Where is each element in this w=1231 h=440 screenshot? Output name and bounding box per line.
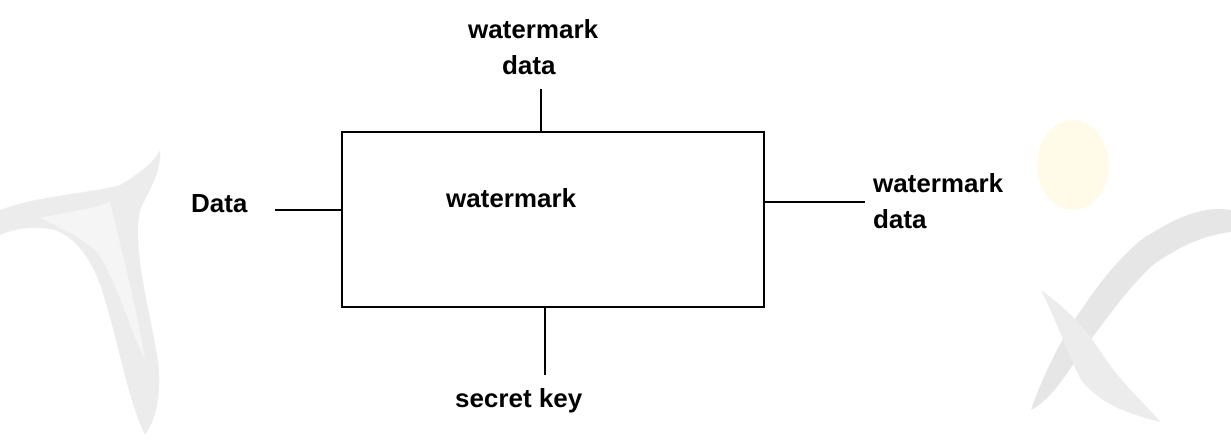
top-input-label-line-2: data [502, 50, 556, 80]
box-label: watermark [446, 183, 577, 213]
right-output-label-line-2: data [873, 204, 927, 234]
bottom-connector-line [544, 308, 546, 375]
right-figure-watermark [1031, 120, 1231, 422]
left-input-label: Data [191, 188, 248, 218]
left-connector-line [275, 209, 341, 211]
top-input-label-line-1: watermark [468, 14, 599, 44]
right-connector-line [765, 201, 865, 203]
watermark-process-box [341, 131, 765, 308]
left-figure-watermark [0, 150, 161, 435]
top-connector-line [540, 89, 542, 132]
bottom-input-label: secret key [455, 383, 583, 413]
right-output-label-line-1: watermark [873, 168, 1004, 198]
